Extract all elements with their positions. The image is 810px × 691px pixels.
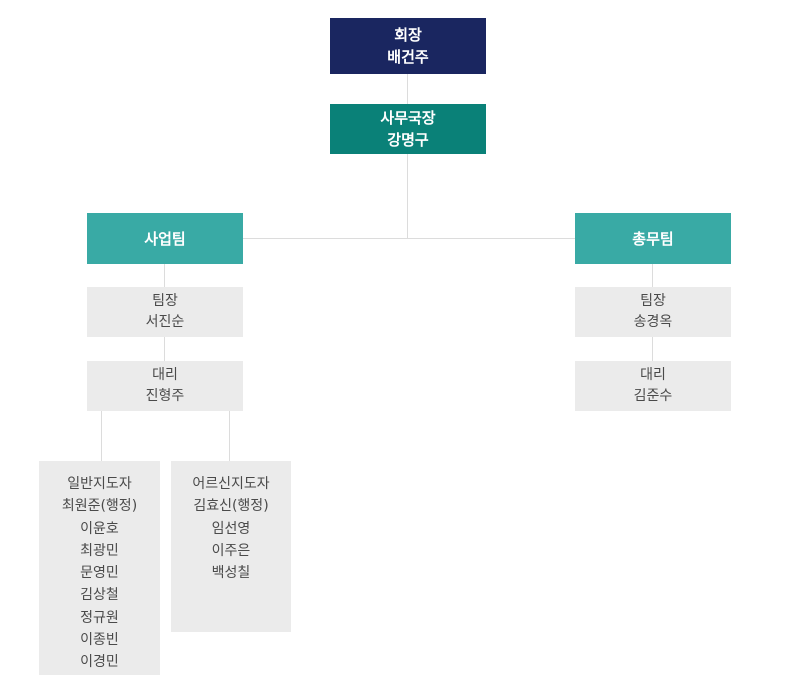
chairman-name: 배건주: [387, 48, 429, 66]
connector-chairman-secretary: [407, 74, 408, 104]
connector-ga-deputy: [652, 337, 653, 361]
senior-instructors-box: 어르신지도자 김효신(행정) 임선영 이주은 백성칠: [171, 461, 291, 632]
business-team-leader-title: 팀장: [152, 293, 178, 309]
general-affairs-deputy-name: 김준수: [633, 388, 673, 404]
senior-instructors-title: 어르신지도자: [192, 476, 270, 492]
general-affairs-leader-title: 팀장: [640, 293, 666, 309]
general-instructors-box: 일반지도자 최원준(행정) 이윤호 최광민 문영민 김상철 정규원 이종빈 이경…: [39, 461, 160, 675]
connector-business-deputy: [164, 337, 165, 361]
general-affairs-leader-name: 송경옥: [633, 314, 673, 330]
senior-instructor-member: 임선영: [211, 520, 251, 537]
general-affairs-deputy-title: 대리: [640, 367, 666, 383]
general-instructor-member: 최원준(행정): [61, 498, 138, 515]
business-team-deputy-name: 진형주: [145, 388, 185, 404]
business-team-deputy-title: 대리: [152, 367, 178, 383]
senior-instructor-member: 백성칠: [211, 565, 251, 582]
connector-ga-leader: [652, 264, 653, 287]
connector-senior-instructors: [229, 411, 230, 461]
secretary-general-title: 사무국장: [380, 109, 436, 127]
senior-instructor-member: 이주은: [211, 542, 251, 559]
general-instructors-title: 일반지도자: [67, 476, 132, 492]
business-team-box: 사업팀: [87, 213, 243, 264]
senior-instructor-member: 김효신(행정): [193, 498, 269, 515]
general-instructor-member: 최광민: [80, 542, 119, 559]
general-affairs-team-box: 총무팀: [575, 213, 731, 264]
general-instructor-member: 김상철: [80, 587, 119, 604]
connector-secretary-trunk: [407, 154, 408, 238]
business-team-leader-name: 서진순: [145, 314, 185, 330]
general-affairs-deputy-box: 대리 김준수: [575, 361, 731, 411]
chairman-title: 회장: [394, 26, 422, 44]
business-team-leader-box: 팀장 서진순: [87, 287, 243, 337]
secretary-general-box: 사무국장 강명구: [330, 104, 486, 154]
general-instructor-member: 문영민: [80, 565, 119, 582]
chairman-box: 회장 배건주: [330, 18, 486, 74]
connector-general-instructors: [101, 411, 102, 461]
general-instructor-member: 정규원: [80, 609, 119, 626]
connector-team-horizontal: [242, 238, 575, 239]
general-instructor-member: 이종빈: [80, 632, 119, 649]
general-affairs-team-name: 총무팀: [632, 230, 674, 248]
business-team-name: 사업팀: [144, 230, 186, 248]
business-team-deputy-box: 대리 진형주: [87, 361, 243, 411]
general-instructor-member: 이경민: [80, 654, 119, 671]
connector-business-leader: [164, 264, 165, 287]
secretary-general-name: 강명구: [387, 131, 429, 149]
general-instructor-member: 이윤호: [80, 520, 119, 537]
general-affairs-leader-box: 팀장 송경옥: [575, 287, 731, 337]
